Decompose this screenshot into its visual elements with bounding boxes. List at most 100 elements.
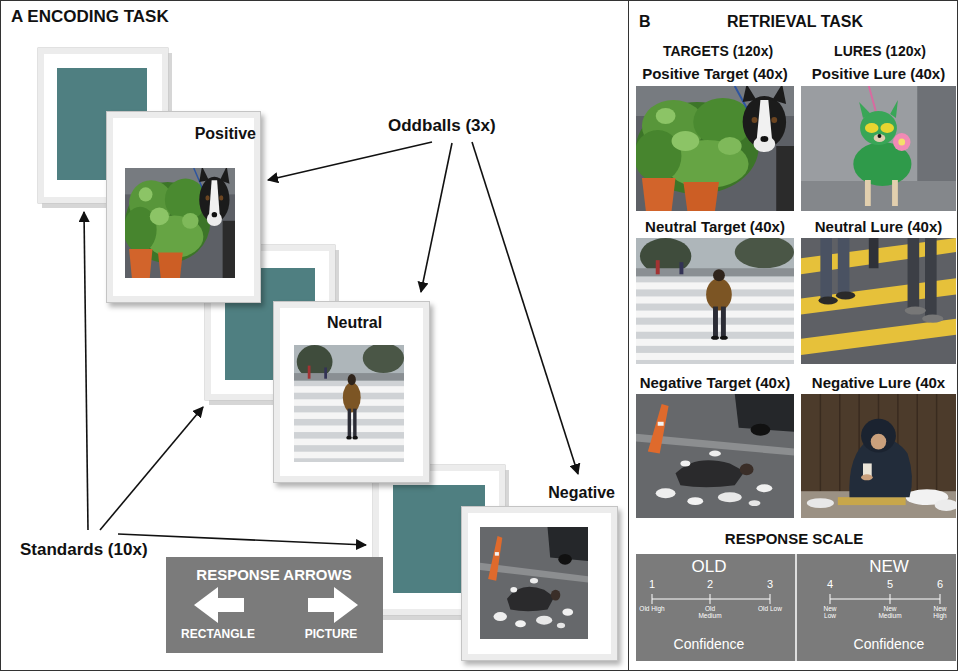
photo-box: Negative Lure (40x [801,372,956,518]
photo-heading: Positive Target (40x) [642,65,788,82]
litter [536,616,552,625]
photo [801,86,956,211]
figure-label: Standards (10x) [20,540,148,560]
scale-tick [890,594,891,604]
dog-eye [219,195,223,200]
litter [515,620,526,627]
car-wheel [751,424,771,436]
litter [494,612,508,621]
road-marking [801,319,956,355]
flower-pot [158,252,183,278]
litter [756,484,772,492]
dog-muzzle [754,136,776,152]
scale-tick [710,594,711,604]
lying-person [507,587,554,611]
car-wheel [558,554,572,565]
photo-heading: Neutral Target (40x) [645,218,785,235]
leaf-highlight [656,108,676,124]
scale-text: 3 [767,578,773,591]
crosswalk-stripe [636,353,794,360]
shoe [922,315,943,323]
scale-tick [940,594,941,604]
traffic-cone [488,536,502,581]
street [801,86,956,211]
shoe [346,436,352,440]
photo [480,527,588,639]
photo-heading: Positive Lure (40x) [812,65,945,82]
pedestrian [308,366,311,379]
scale-tick [652,594,653,604]
traffic-cone [648,404,669,454]
scale-line [652,599,770,600]
hood [861,419,896,453]
leaf-highlight [150,208,169,226]
tree [735,238,794,268]
leaf-highlight [672,131,700,151]
photo [636,238,794,364]
dog-body [776,146,794,211]
sunglasses [865,123,879,133]
crosswalk-stripe [294,439,404,446]
hood-ear [859,102,871,118]
road [801,238,956,364]
flower [893,133,910,151]
response-text: RESPONSE ARROWS [196,566,351,583]
face [871,434,887,450]
mat [838,497,906,505]
leg [908,238,920,309]
dog-head [199,177,229,223]
dog-blaze [209,180,220,217]
pointer-arrow [472,142,578,474]
dog-leg [865,180,871,206]
response-box: RESPONSE ARROWS RECTANGLE PICTURE [166,557,383,653]
snow [935,499,956,511]
scale-text: New Low [817,606,843,620]
litter [718,492,742,502]
litter [709,451,721,457]
response-text: RECTANGLE [181,628,255,642]
scale-text: RESPONSE SCALE [725,530,863,547]
panel-box: BRETRIEVAL TASKPositive Target (40x)Posi… [628,0,958,671]
cone-stripe [495,552,499,556]
response-text: PICTURE [305,628,358,642]
photo-box: Negative Target (40x) [636,372,794,518]
oddball-card: Neutral [273,301,430,483]
photo [636,86,794,211]
head [551,590,560,601]
wall [917,86,956,181]
dog-body [223,221,235,278]
pointer-arrow [421,143,452,292]
right-arrow [308,587,358,623]
dog-snout [874,134,886,142]
wall-plank [820,394,821,491]
leg [838,238,850,293]
photo-heading: Negative Target (40x) [640,374,791,391]
dog-eye [205,195,209,200]
jacket [343,382,361,412]
dog-nose [878,134,882,138]
photo-box: Neutral Lure (40x) [801,216,956,364]
leaf-highlight [139,187,153,201]
photo-box: Neutral Target (40x) [636,216,794,364]
leash [869,86,877,114]
sunglasses [880,123,894,133]
photo-heading: Negative Lure (40x [812,374,945,391]
street [480,527,588,639]
pointer-arrow [268,142,432,180]
card-label: Negative [548,484,615,502]
dog-ear [772,86,786,104]
dog-nose [760,136,768,142]
leg [721,307,726,337]
pedestrian [324,367,327,378]
hand [861,474,873,480]
dog-blaze [756,100,772,142]
leg [348,409,351,437]
lying-person [676,460,745,487]
photo [801,238,956,364]
pointer-arrow [100,407,203,530]
wall-plank [917,394,918,491]
pedestrian [656,260,660,274]
photo [636,394,794,518]
dog-leg [892,180,898,206]
